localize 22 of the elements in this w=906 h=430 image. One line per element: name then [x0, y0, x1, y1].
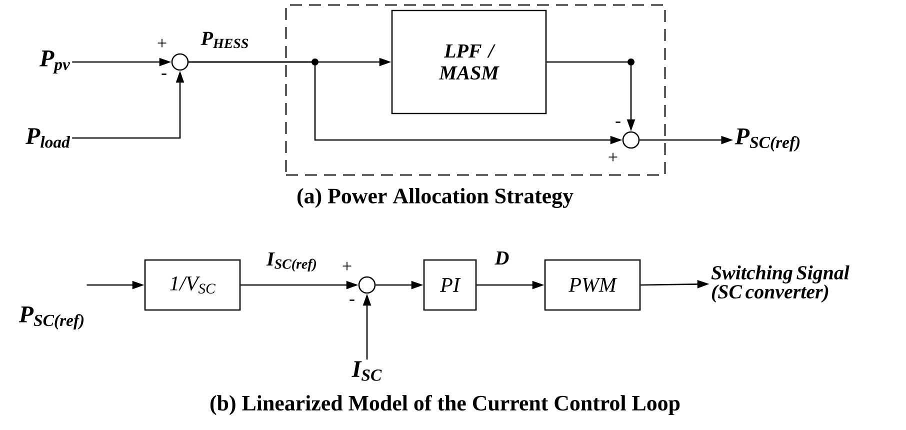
signal-label: P$_{pv}$	[40, 50, 70, 74]
signal-label: D	[494, 251, 509, 265]
block-box: 1/V$_{SC}$	[144, 259, 241, 311]
block-box: PI	[423, 259, 477, 311]
caption: (b) Linearized Model of the Current Control Loop	[210, 394, 680, 416]
block-box: PWM	[544, 259, 641, 311]
sign-label: -	[162, 74, 166, 75]
signal-label: I$_{SC}$	[352, 361, 382, 381]
sign-label: -	[616, 122, 620, 123]
signal-label: P$_{load}$	[26, 128, 70, 148]
caption: (a) Power Allocation Strategy	[298, 188, 574, 208]
sign-label: +	[342, 262, 352, 270]
sign-label: -	[350, 300, 354, 301]
signal-label: Switching Signal (SC converter)	[711, 265, 850, 303]
edge-label: P$_{HESS}$	[200, 30, 250, 50]
block-box: LPF / MASM	[391, 10, 547, 114]
signal-label: P$_{SC(ref)}$	[18, 306, 84, 330]
edge-label: I$_{SC(ref)}$	[266, 251, 318, 273]
signal-label: P$_{SC(ref)}$	[734, 128, 800, 152]
dashed-boundary	[285, 4, 666, 176]
sign-label: +	[158, 38, 166, 48]
sign-label: +	[608, 152, 618, 162]
